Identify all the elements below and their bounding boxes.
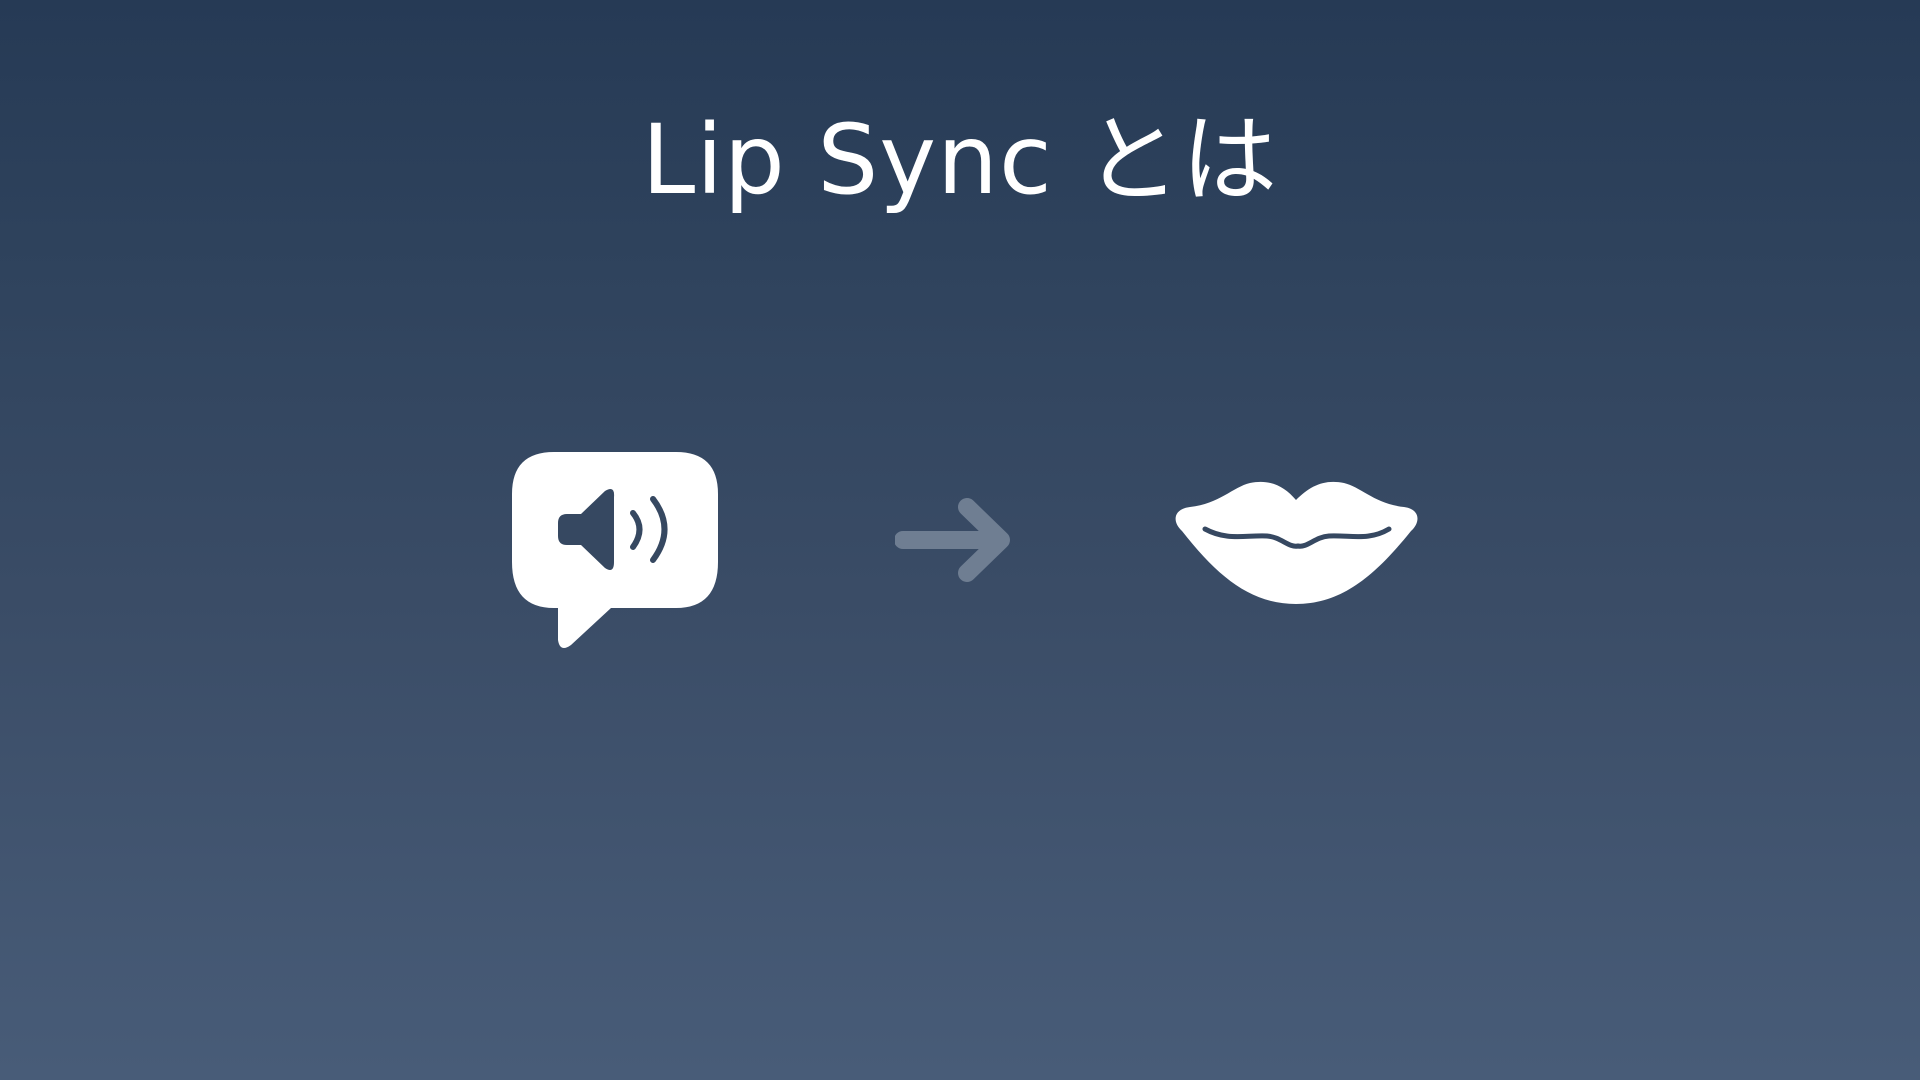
lips-icon [1175,481,1418,604]
arrow-right-icon [895,498,1010,582]
speech-bubble-speaker-icon [512,452,718,649]
slide-title: Lip Sync とは [641,104,1279,216]
